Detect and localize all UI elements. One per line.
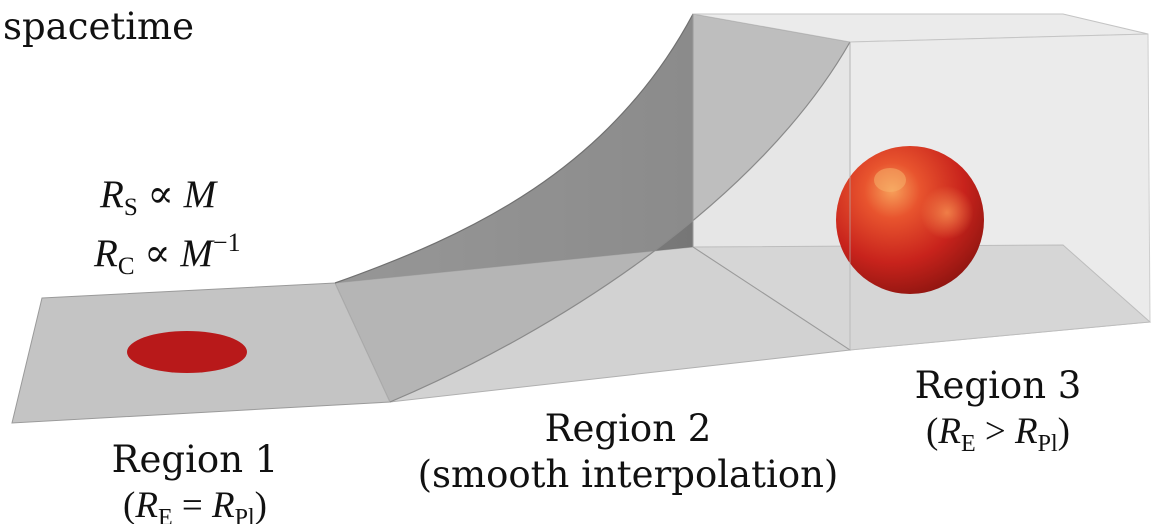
svg-text:RS ∝ M: RS ∝ M xyxy=(99,173,219,221)
region3-sphere xyxy=(836,146,984,294)
region2-condition: (smooth interpolation) xyxy=(418,453,839,496)
region1-condition: (RE = RPl) xyxy=(123,485,267,524)
region1-disk xyxy=(127,331,247,373)
svg-text:(RE = RPl): (RE = RPl) xyxy=(123,485,267,524)
svg-text:RC ∝ M−1: RC ∝ M−1 xyxy=(93,228,241,280)
region1-title: Region 1 xyxy=(112,438,279,481)
schwarzschild-equation: RS ∝ M xyxy=(99,173,219,221)
spacetime-label: spacetime xyxy=(3,5,194,48)
region2-title: Region 2 xyxy=(545,407,712,450)
svg-text:(RE > RPl): (RE > RPl) xyxy=(926,411,1070,457)
region2-surface xyxy=(334,13,852,403)
compton-equation: RC ∝ M−1 xyxy=(93,228,241,280)
region3-title: Region 3 xyxy=(915,364,1082,407)
region3-condition: (RE > RPl) xyxy=(926,411,1070,457)
